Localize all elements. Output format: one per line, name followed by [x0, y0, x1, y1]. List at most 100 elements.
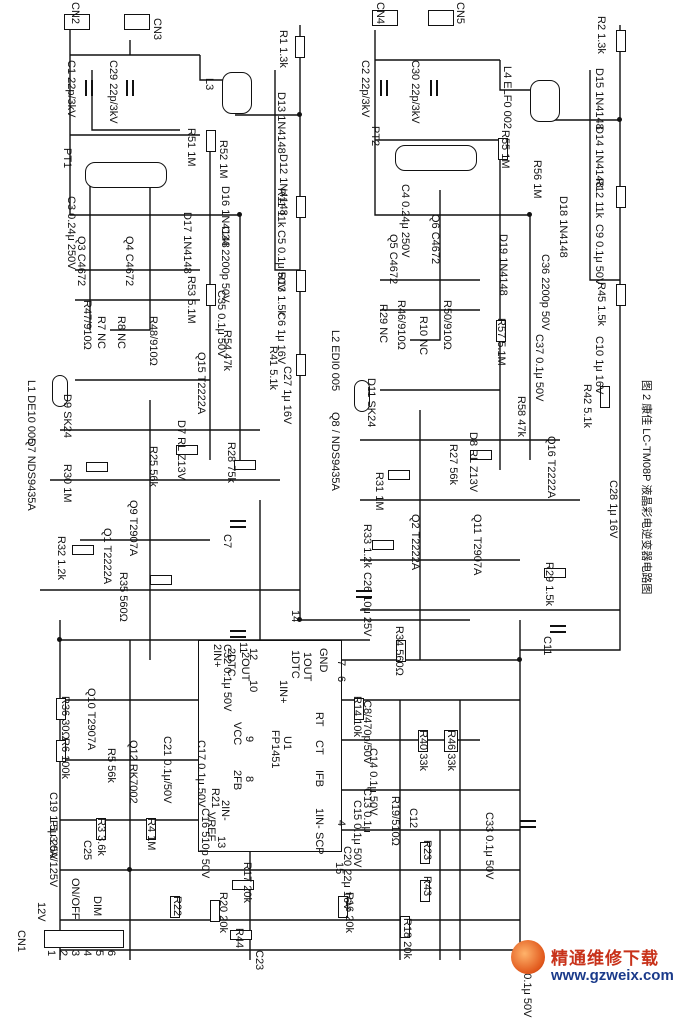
label-c36: C36 2200p 50V — [539, 254, 551, 331]
label-c1: C1 22p/3kV — [65, 60, 77, 118]
ic-pin-num-9: 9 — [243, 736, 255, 743]
resistor-r46b — [444, 730, 458, 752]
resistor-r55 — [498, 138, 508, 160]
label-q9: Q9 T2907A — [127, 500, 139, 557]
connector-cn2 — [64, 14, 90, 30]
label-r7: R7 NC — [95, 316, 107, 350]
label-c7: C7 — [221, 534, 233, 549]
ic-part: FP1451 — [269, 730, 281, 769]
resistor-r6 — [56, 740, 66, 762]
label-r51: R51 1M — [185, 128, 197, 167]
watermark-title: 精通维修下载 — [551, 949, 659, 968]
label-r29b: R29 1.5k — [543, 562, 555, 607]
ic-pin-1dtc: 1DTC — [289, 650, 301, 679]
label-r4: R4 1M — [145, 818, 157, 851]
label-r46b: R46 33k — [445, 730, 457, 771]
ic-pin-1out: 1OUT — [301, 652, 313, 682]
label-d18: D18 1N4148 — [557, 196, 569, 258]
resistor-r36 — [56, 698, 66, 720]
label-d15: D15 1N4148 — [593, 68, 605, 130]
label-d13: D13 1N4148 — [275, 92, 287, 154]
label-q1: Q1 T2222A — [101, 528, 113, 585]
resistor-r12 — [616, 186, 626, 208]
ic-pin-num-4: 4 — [335, 820, 347, 827]
junction-dot — [297, 112, 302, 117]
label-c21: C21 0.1μ/50V — [161, 736, 173, 804]
label-q10: Q10 T2907A — [85, 688, 97, 751]
label-r10: R10 NC — [417, 316, 429, 356]
ic-pin-vcc: VCC — [231, 722, 243, 746]
junction-dot — [57, 637, 62, 642]
resistor-r16 — [338, 896, 348, 918]
label-r2: R2 1.3k — [595, 16, 607, 54]
site-watermark: 精通维修下载 www.gzweix.com — [505, 934, 675, 994]
ic-pin-gnd: GND — [317, 648, 329, 673]
controller-ic-u1 — [198, 640, 342, 852]
cn1-pin-3: 3 — [69, 950, 81, 957]
label-q12: Q12 RK7002 — [127, 740, 139, 804]
label-r3: R3 3.6k — [95, 818, 107, 856]
label-r5: R5 56k — [105, 748, 117, 783]
label-r33: R33 1.2k — [361, 524, 373, 569]
label-q4: Q4 C4672 — [123, 236, 135, 287]
label-r53: R53 5.1M — [185, 276, 197, 324]
label-r44: R44 — [233, 928, 245, 949]
inductor-l3 — [222, 72, 252, 114]
resistor-r27 — [470, 450, 492, 460]
capacitor-c1 — [85, 80, 93, 96]
resistor-r57 — [496, 320, 506, 342]
capacitor-c33 — [520, 820, 536, 828]
label-c10: C10 1μ 16V — [593, 336, 605, 395]
resistor-r40 — [418, 730, 428, 752]
cn1-pin-6: 6 — [105, 950, 117, 957]
label-c9: C9 0.1μ 50V — [593, 224, 605, 286]
junction-dot — [297, 617, 302, 622]
label-c23: C23 — [253, 950, 265, 971]
cn2-label: CN2 — [69, 2, 81, 25]
inductor-l1 — [52, 375, 68, 407]
label-c2: C2 22p/3kV — [359, 60, 371, 118]
label-l1: L1 DE10 005 — [25, 380, 37, 445]
cn1-pin-5: 5 — [93, 950, 105, 957]
connector-cn1 — [44, 930, 124, 948]
label-d11: D11 SK24 — [365, 378, 377, 428]
label-r27: R27 56k — [447, 444, 459, 485]
watermark-url: www.gzweix.com — [551, 967, 674, 984]
watermark-logo-icon — [511, 940, 545, 974]
label-r50: R50/910Ω — [441, 300, 453, 350]
figure-caption: 图 2 康佳 LC-TM08P 液晶彩电逆变器电路图 — [640, 380, 652, 595]
capacitor-c26 — [356, 590, 372, 598]
label-c25: C25 — [81, 840, 93, 861]
ic-pin-num-12: 12 — [247, 648, 259, 661]
label-q15: Q15 T2222A — [195, 352, 207, 415]
cn5-label: CN5 — [454, 2, 466, 25]
ic-pin-num-6: 6 — [335, 676, 347, 683]
resistor-r44 — [230, 930, 252, 940]
resistor-r45 — [616, 284, 626, 306]
label-r34: R34 560Ω — [393, 626, 405, 676]
label-r58: R58 47k — [515, 396, 527, 437]
ic-pin-1in-minus: 1IN- — [313, 808, 325, 829]
resistor-r31 — [388, 470, 410, 480]
connector-cn4 — [372, 10, 398, 26]
resistor-r1 — [295, 36, 305, 58]
label-c37: C37 0.1μ 50V — [533, 334, 545, 402]
label-d19: D19 1N4148 — [497, 234, 509, 296]
resistor-r3 — [96, 818, 106, 840]
label-r54: R54 47k — [221, 330, 233, 371]
label-r14: R14 10k — [351, 696, 363, 737]
label-c33: C33 0.1μ 50V — [483, 812, 495, 880]
transformer-pt2 — [395, 145, 477, 171]
label-r48: R48/910Ω — [147, 316, 159, 366]
resistor-r42 — [600, 386, 610, 408]
cn1-label: CN1 — [15, 930, 27, 953]
resistor-r11 — [296, 196, 306, 218]
cn1-pin-4: 4 — [81, 950, 93, 957]
label-q5: Q5 C4672 — [387, 234, 399, 285]
label-c29: C29 22p/3kV — [107, 60, 119, 124]
resistor-r41 — [296, 354, 306, 376]
inductor-l2 — [354, 380, 370, 412]
label-q8: Q8 / NDS9435A — [329, 412, 341, 491]
label-r56: R56 1M — [531, 160, 543, 199]
cn3-label: CN3 — [151, 18, 163, 41]
